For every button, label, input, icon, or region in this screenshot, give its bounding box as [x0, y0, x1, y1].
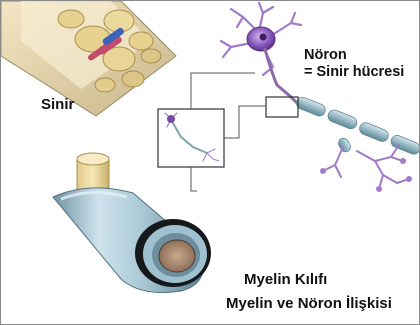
- nerve-bundle: [1, 1, 176, 116]
- neuron-label-line1: Nöron: [304, 47, 404, 64]
- nerve-label: Sinir: [41, 96, 74, 113]
- myelin-cylinder: [53, 153, 211, 293]
- neuron: [221, 3, 301, 105]
- neuron-thumbnail: [165, 113, 219, 161]
- neuron-label-line2: = Sinir hücresi: [304, 64, 404, 81]
- caption: Myelin ve Nöron İlişkisi: [226, 295, 392, 312]
- myelin-sheath-label: Myelin Kılıfı: [244, 271, 327, 288]
- axon: [295, 95, 420, 156]
- neuron-label: Nöron = Sinir hücresi: [304, 47, 404, 81]
- axon-terminals: [321, 145, 411, 191]
